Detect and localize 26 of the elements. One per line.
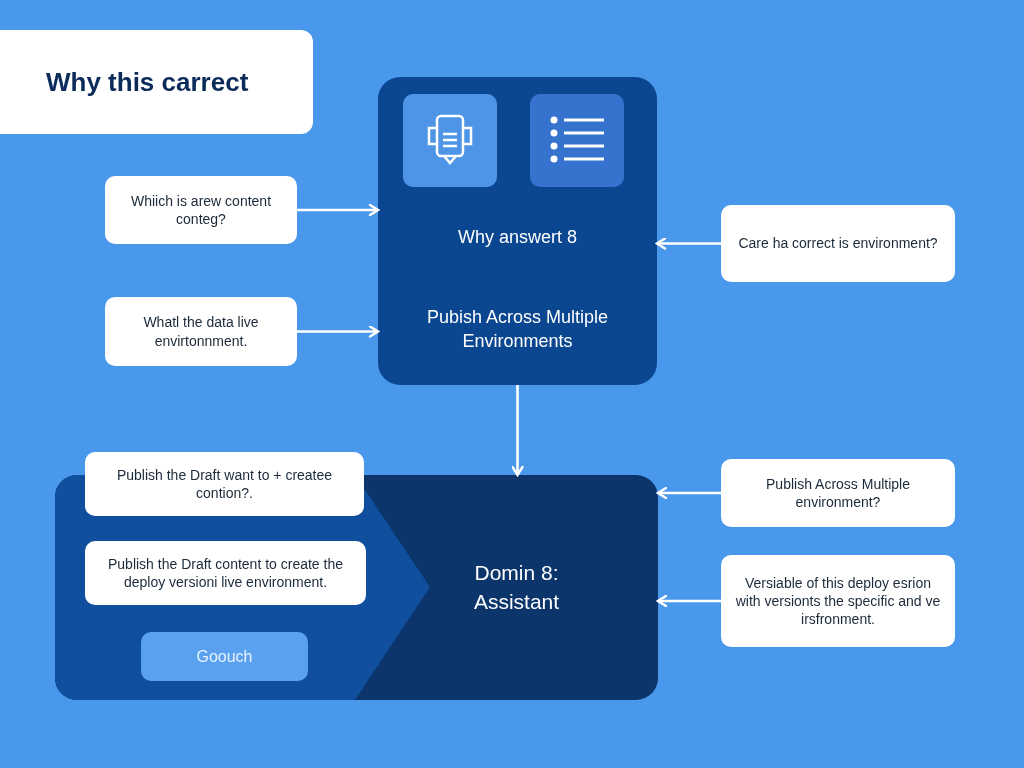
question-text: Whiich is arew content conteg? (129, 191, 273, 229)
panel-title: Domin 8: Assistant (472, 560, 561, 615)
panel-title: Why answert 8 (456, 226, 578, 249)
arrow (297, 203, 380, 217)
question-text: Publish the Draft want to + createe contion?. (115, 465, 334, 503)
question-card (105, 176, 297, 244)
arrow (511, 385, 524, 477)
arrow (297, 325, 380, 338)
question-card (721, 459, 955, 527)
question-text: Whatl the data live envirtonnment. (142, 313, 260, 350)
arrow (655, 237, 721, 250)
action-button: Goouch (141, 632, 308, 681)
question-card (85, 541, 366, 605)
question-card (105, 297, 297, 366)
arrow (656, 486, 721, 500)
arrow (656, 594, 721, 608)
question-text: Care ha correct is environment? (738, 234, 938, 253)
title: Why this carrect (46, 66, 249, 98)
question-card (721, 205, 955, 282)
process-panel (378, 77, 657, 385)
panel-title: Pubish Across Multiple Environments (425, 306, 610, 354)
question-card (721, 555, 955, 647)
question-text: Publish Across Multiple environment? (765, 474, 911, 512)
question-text: Versiable of this deploy esrion with versionts the specific and ve irsfronment. (735, 573, 941, 629)
question-text: Publish the Draft content to create the deploy versioni live environment. (107, 554, 344, 592)
question-card (85, 452, 364, 516)
